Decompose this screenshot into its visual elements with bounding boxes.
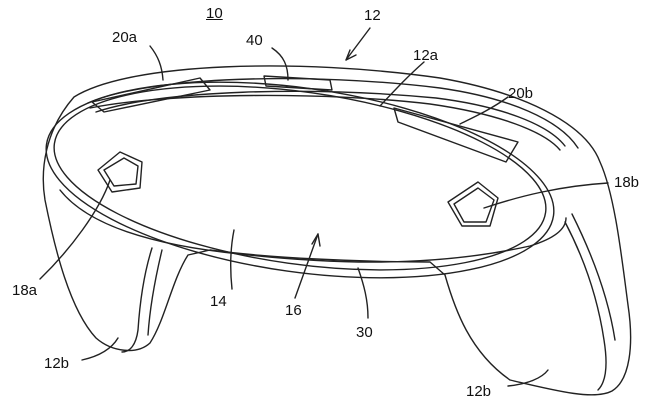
label-rim: 30: [356, 324, 373, 341]
lower-rim: [59, 189, 567, 263]
button-20b: [393, 107, 519, 163]
label-grip-right: 12b: [466, 383, 492, 400]
button-40: [263, 75, 333, 91]
label-controller: 12: [364, 7, 381, 24]
body-outline: [42, 65, 632, 396]
leader-40: [271, 47, 289, 81]
leader-12b-right: [507, 369, 549, 387]
label-button-right: 20b: [508, 85, 534, 102]
inner-surface-ellipse: [53, 85, 547, 271]
leader-14: [229, 229, 235, 290]
leader-12b-left: [81, 337, 119, 361]
label-marker-left: 18a: [12, 282, 38, 299]
left-grip-contour: [121, 247, 153, 353]
label-top-edge: 12a: [413, 47, 439, 64]
leader-18b: [483, 182, 609, 209]
leader-18a: [39, 179, 111, 280]
leader-30: [357, 267, 369, 319]
label-marker-right: 18b: [614, 174, 640, 191]
leader-16-arrow: [311, 233, 321, 247]
marker-18a: [97, 151, 143, 193]
right-grip-contour: [564, 221, 607, 391]
leader-12a: [379, 61, 425, 107]
leader-20a: [149, 45, 164, 81]
leader-20b: [459, 96, 509, 125]
marker-18b: [447, 181, 499, 227]
label-cavity: 16: [285, 302, 302, 319]
right-grip-contour-2: [571, 213, 616, 341]
label-button-left: 20a: [112, 29, 138, 46]
label-grip-left: 12b: [44, 355, 70, 372]
label-device: 10: [206, 5, 223, 22]
label-button-center: 40: [246, 32, 263, 49]
marker-18a-inner: [103, 157, 139, 187]
marker-18b-inner: [453, 187, 495, 223]
left-grip-contour-2: [147, 249, 163, 336]
leader-16: [294, 233, 319, 299]
leader-12-arrow: [345, 49, 357, 61]
label-surface: 14: [210, 293, 227, 310]
button-20a: [91, 77, 211, 113]
inner-surface-rim: [45, 81, 555, 279]
leader-12: [345, 27, 371, 61]
